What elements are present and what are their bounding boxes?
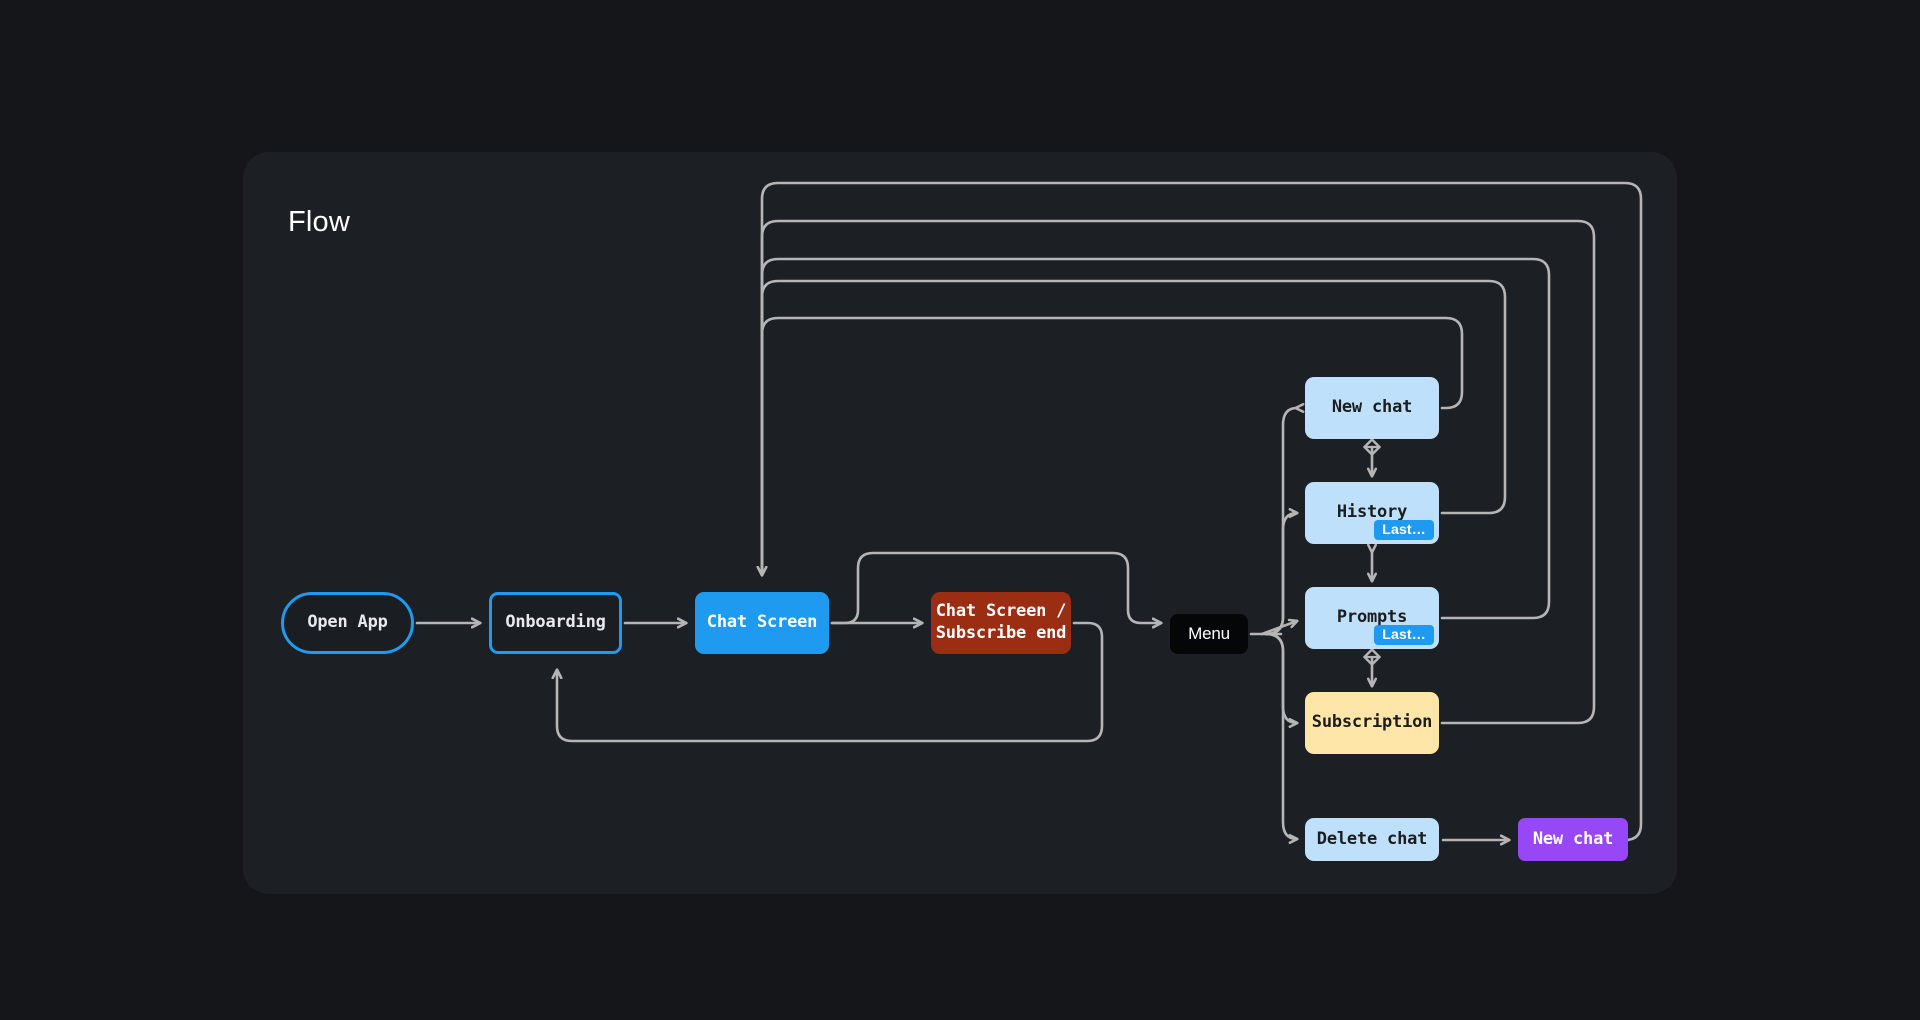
node-delete-chat[interactable]: Delete chat — [1305, 818, 1439, 861]
node-prompts-badge[interactable]: Last… — [1374, 624, 1434, 645]
node-onboarding-label: Onboarding — [505, 612, 606, 633]
node-chat-screen[interactable]: Chat Screen — [695, 592, 829, 654]
node-new-chat[interactable]: New chat — [1305, 377, 1439, 439]
node-history[interactable]: History Last… — [1305, 482, 1439, 544]
node-subscribe-end-line1: Chat Screen / — [935, 601, 1067, 622]
page-title: Flow — [288, 206, 351, 238]
node-history-badge[interactable]: Last… — [1374, 519, 1434, 540]
node-open-app[interactable]: Open App — [281, 592, 414, 654]
diagram-panel — [243, 152, 1677, 894]
node-open-app-label: Open App — [307, 612, 388, 633]
node-onboarding[interactable]: Onboarding — [489, 592, 622, 654]
node-new-chat-label: New chat — [1331, 397, 1413, 418]
node-delete-chat-label: Delete chat — [1316, 828, 1428, 849]
node-new-chat-result[interactable]: New chat — [1518, 818, 1628, 861]
node-prompts-label: Prompts — [1336, 607, 1408, 628]
node-chat-screen-label: Chat Screen — [706, 612, 818, 633]
node-subscription-label: Subscription — [1311, 712, 1433, 733]
node-subscription[interactable]: Subscription — [1305, 692, 1439, 754]
node-prompts[interactable]: Prompts Last… — [1305, 587, 1439, 649]
node-history-label: History — [1336, 502, 1408, 523]
node-new-chat-result-label: New chat — [1532, 828, 1614, 849]
node-subscribe-end-line2: Subscribe end — [935, 623, 1067, 643]
node-chat-screen-subscribe-end[interactable]: Chat Screen / Subscribe end — [931, 592, 1071, 654]
node-menu[interactable]: Menu — [1170, 614, 1248, 654]
node-menu-label: Menu — [1188, 624, 1230, 644]
